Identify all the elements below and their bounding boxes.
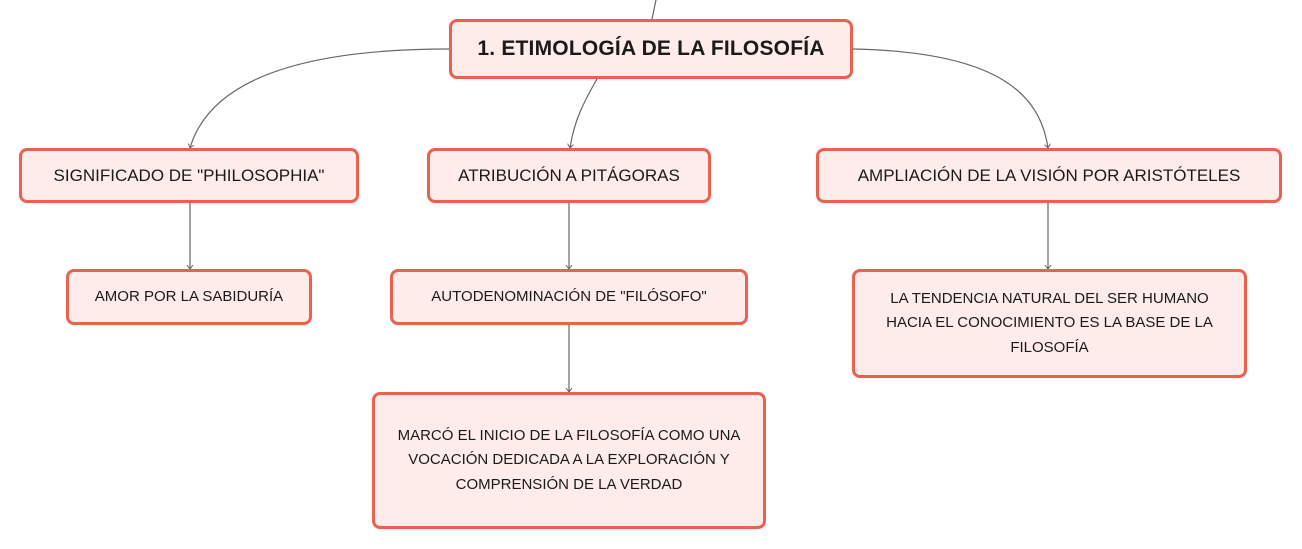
subtopic-autodenominacion-filosofo[interactable]: AUTODENOMINACIÓN DE "FILÓSOFO" bbox=[390, 269, 748, 325]
connector-root-to-significado bbox=[190, 48, 450, 148]
root-topic-node[interactable]: 1. ETIMOLOGÍA DE LA FILOSOFÍA bbox=[449, 19, 853, 79]
subtopic-inicio-filosofia-vocacion[interactable]: MARCÓ EL INICIO DE LA FILOSOFÍA COMO UNA… bbox=[372, 392, 766, 529]
topic-atribucion-pitagoras[interactable]: ATRIBUCIÓN A PITÁGORAS bbox=[427, 148, 711, 203]
subtopic-tendencia-natural[interactable]: LA TENDENCIA NATURAL DEL SER HUMANO HACI… bbox=[852, 269, 1247, 378]
incoming-connector bbox=[651, 0, 657, 20]
topic-significado-philosophia[interactable]: SIGNIFICADO DE "PHILOSOPHIA" bbox=[19, 148, 359, 203]
connector-root-to-aristoteles bbox=[852, 48, 1048, 148]
subtopic-amor-sabiduria[interactable]: AMOR POR LA SABIDURÍA bbox=[66, 269, 312, 325]
topic-ampliacion-aristoteles[interactable]: AMPLIACIÓN DE LA VISIÓN POR ARISTÓTELES bbox=[816, 148, 1282, 203]
connector-root-to-pitagoras bbox=[570, 78, 598, 148]
